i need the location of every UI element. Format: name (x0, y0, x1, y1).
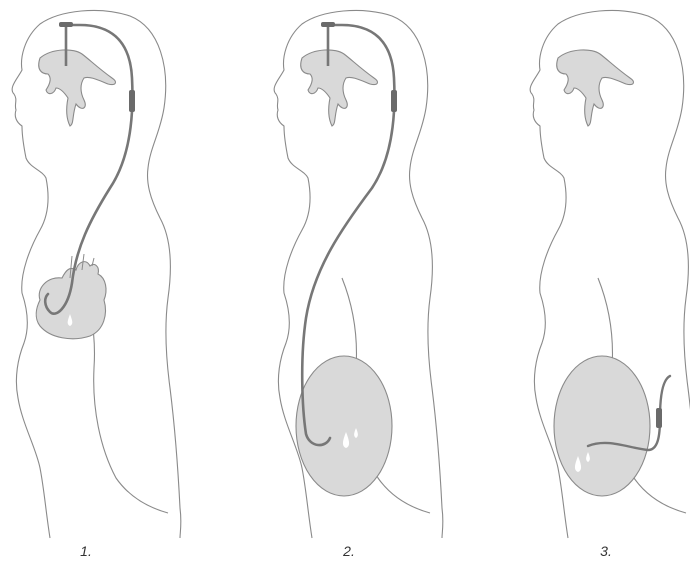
abdomen-cavity-3 (554, 356, 650, 496)
brain-ventricle-2 (301, 50, 378, 126)
abdomen-cavity-2 (296, 356, 392, 496)
panel-1 (12, 10, 181, 538)
valve-icon (129, 90, 135, 112)
panel-3-label: 3. (586, 543, 626, 559)
brain-ventricle-1 (39, 50, 116, 126)
brain-ventricle-3 (557, 50, 634, 126)
reservoir-icon (321, 22, 335, 27)
panel-3 (530, 10, 690, 538)
valve-icon (391, 90, 397, 112)
panel-1-label: 1. (66, 543, 106, 559)
valve-icon (656, 408, 662, 428)
panel-2-label: 2. (329, 543, 369, 559)
reservoir-icon (59, 22, 73, 27)
panel-2 (274, 10, 443, 538)
